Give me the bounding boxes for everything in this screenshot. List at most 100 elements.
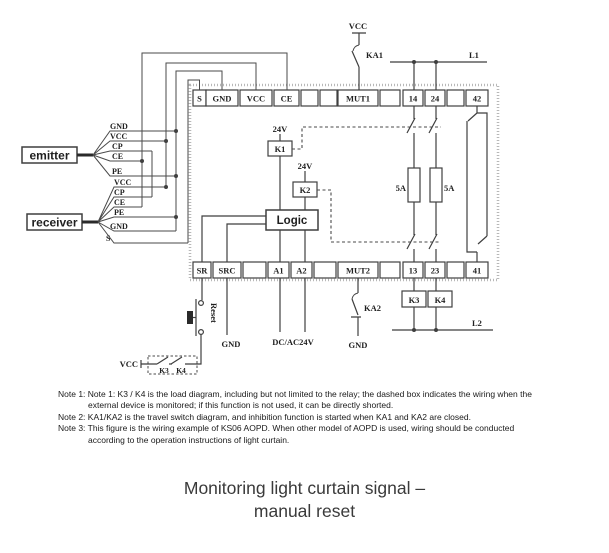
- gnd-ka2-label: GND: [349, 340, 368, 350]
- junction-dot: [434, 60, 438, 64]
- terminal-42-label: 42: [473, 94, 482, 104]
- terminal-strip-bottom: SR SRC A1 A2 MUT2 13 23 41: [192, 261, 489, 279]
- k4-box: [427, 290, 453, 308]
- terminal-src-label: SRC: [218, 266, 235, 276]
- terminal-ce-label: CE: [281, 94, 293, 104]
- title-line-2: manual reset: [253, 501, 356, 522]
- junction-dot: [174, 174, 178, 178]
- fuse-right-label: 5A: [444, 183, 455, 193]
- k1-monitor-dashed: [292, 126, 441, 150]
- notes-block: Note 1: Note 1: K3 / K4 is the load diag…: [58, 389, 548, 446]
- junction-dot: [164, 185, 168, 189]
- terminal-24: [424, 89, 446, 107]
- k2-24v-label: 24V: [298, 161, 314, 171]
- reset-contact-bottom: [198, 329, 205, 336]
- bus-gnd: [175, 70, 223, 231]
- junction-dot: [140, 159, 144, 163]
- bus-vcc: [165, 62, 257, 187]
- contact-14-top: [406, 106, 416, 168]
- k3k4-dashed-box: [147, 355, 198, 375]
- k4-contact-label: K4: [176, 366, 186, 375]
- note-3-label: Note 3:: [58, 423, 86, 434]
- emitter-pin-cp: CP: [112, 142, 123, 151]
- note-3: Note 3: This figure is the wiring exampl…: [58, 423, 548, 446]
- terminal-blank: [379, 261, 401, 279]
- terminal-mut2-label: MUT2: [346, 266, 370, 276]
- receiver-pin-s: S: [106, 234, 111, 243]
- terminal-14-label: 14: [409, 94, 418, 104]
- fuse-right: [429, 167, 443, 203]
- l1-line: [390, 61, 487, 90]
- ka2-label: KA2: [364, 303, 381, 313]
- receiver-wires: [97, 186, 188, 244]
- fuse-left-label: 5A: [396, 183, 407, 193]
- terminal-strip-top: S GND VCC CE MUT1 14 24 42: [192, 89, 489, 107]
- terminal-blank: [242, 261, 267, 279]
- note-2: Note 2: KA1/KA2 is the travel switch dia…: [58, 412, 548, 423]
- page-title: Monitoring light curtain signal – manual…: [0, 477, 609, 523]
- terminal-a1-label: A1: [273, 266, 283, 276]
- terminal-blank: [446, 261, 465, 279]
- k2-monitor-dashed: [317, 189, 441, 243]
- relay-element-42-41: [466, 106, 488, 262]
- terminal-a1: [267, 261, 290, 279]
- l1-label: L1: [469, 50, 479, 60]
- terminal-24-label: 24: [431, 94, 440, 104]
- receiver-label: receiver: [31, 216, 77, 230]
- title-line-1: Monitoring light curtain signal –: [183, 478, 426, 498]
- gnd-src-label: GND: [222, 339, 241, 349]
- note-1-text: Note 1: K3 / K4 is the load diagram, inc…: [87, 389, 532, 411]
- note-2-label: Note 2:: [58, 411, 86, 422]
- receiver-pin-vcc: VCC: [114, 178, 132, 187]
- terminal-a2: [290, 261, 313, 279]
- junction-dot: [412, 60, 416, 64]
- terminal-14: [402, 89, 424, 107]
- vcc-top-label: VCC: [349, 21, 367, 31]
- k4-label: K4: [435, 295, 447, 305]
- reset-to-k3k4: [141, 334, 202, 365]
- reset-label: Reset: [209, 303, 219, 323]
- junction-dot: [174, 129, 178, 133]
- receiver-pin-cp: CP: [114, 188, 125, 197]
- contact-24-top: [428, 106, 438, 168]
- terminal-41-label: 41: [473, 266, 482, 276]
- terminal-gnd-label: GND: [213, 94, 232, 104]
- vcc-bottom-label: VCC: [120, 359, 138, 369]
- receiver-pin-pe: PE: [114, 208, 124, 217]
- ka1-hook: [352, 44, 360, 52]
- terminal-mut1: [337, 89, 379, 107]
- terminal-blank: [300, 89, 319, 107]
- receiver-pin-ce: CE: [114, 198, 125, 207]
- terminal-vcc-label: VCC: [247, 94, 265, 104]
- terminal-blank: [379, 89, 401, 107]
- terminal-13: [402, 261, 424, 279]
- terminal-41: [465, 261, 489, 279]
- logic-to-sr: [201, 215, 266, 262]
- junction-dot: [164, 139, 168, 143]
- terminal-s-label: S: [197, 94, 202, 104]
- logic-label: Logic: [277, 215, 308, 227]
- terminal-blank: [319, 89, 338, 107]
- junction-dot: [434, 328, 438, 332]
- note-3-text: This figure is the wiring example of KS0…: [87, 423, 515, 445]
- ka1-switch: [351, 50, 360, 90]
- logic-to-src: [226, 223, 266, 262]
- a1-a2-supply-wires: [279, 278, 306, 332]
- terminal-a2-label: A2: [296, 266, 306, 276]
- emitter-pin-vcc: VCC: [110, 132, 128, 141]
- terminal-23-label: 23: [431, 266, 440, 276]
- k2-label: K2: [300, 185, 311, 195]
- wiring-diagram: VCC KA1 L1 S GND VCC CE MUT1 14 24 42 em…: [21, 21, 500, 375]
- emitter-label: emitter: [29, 149, 69, 163]
- ka1-label: KA1: [366, 50, 383, 60]
- reset-contact-top: [198, 300, 205, 307]
- emitter-wires: [92, 130, 176, 177]
- l2-label: L2: [472, 318, 482, 328]
- contact-23-bottom: [428, 202, 438, 262]
- reset-plunger: [187, 311, 193, 324]
- emitter-pin-gnd: GND: [110, 122, 128, 131]
- bus-ce: [141, 52, 288, 207]
- junction-dot: [174, 215, 178, 219]
- vcc-top-symbol: [352, 32, 366, 45]
